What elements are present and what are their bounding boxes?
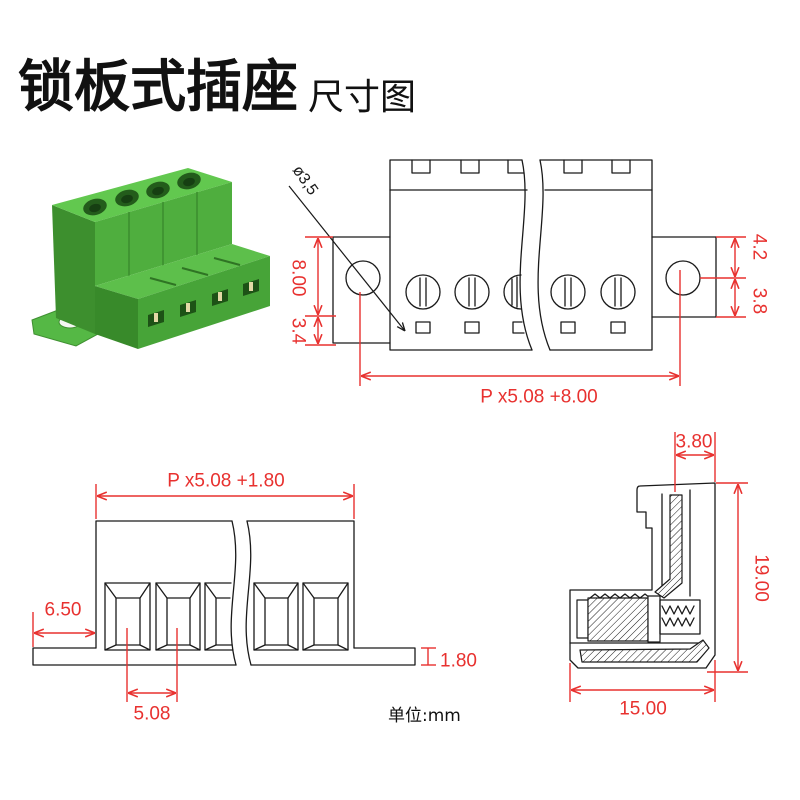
left-lower-height-label: 3.4 [288, 318, 309, 345]
flange-bar-right [250, 647, 416, 666]
right-mounting-hole [665, 260, 701, 296]
plug-cells [104, 582, 349, 651]
front-width-label: P x5.08 +8.00 [480, 387, 597, 408]
pitch-dimension [126, 628, 178, 702]
flange-thickness-label: 1.80 [440, 651, 477, 672]
screw-head [550, 274, 586, 310]
top-notch [611, 159, 631, 174]
pin-slots [148, 279, 259, 327]
bottom-width-label: P x5.08 +1.80 [167, 471, 284, 492]
depth-dimension [569, 660, 716, 702]
bottom-width-dimension [95, 484, 355, 519]
front-left-dimensions [305, 236, 336, 346]
test-port [512, 321, 525, 334]
plug-left-side [95, 286, 138, 349]
contact-strip [654, 494, 683, 599]
pitch-label: 5.08 [134, 704, 171, 725]
left-flange [332, 236, 391, 344]
test-ports [415, 321, 626, 334]
depth-label: 15.00 [619, 699, 667, 720]
clamp-body [647, 595, 661, 643]
clamp-screw-coil [659, 599, 701, 635]
housing-left-side [52, 205, 95, 334]
front-view-outline [332, 159, 717, 351]
pin [218, 292, 222, 301]
title-main: 锁板式插座 [18, 55, 298, 120]
screw-thread-profile [589, 593, 651, 599]
plug-ledge [95, 244, 270, 299]
height-label: 19.00 [751, 554, 772, 602]
screw-head [454, 274, 490, 310]
top-notch [460, 159, 480, 174]
wire-entry-holes [83, 172, 201, 216]
right-lower-height-label: 3.8 [749, 288, 770, 314]
ledge-notches [149, 257, 241, 286]
test-port [610, 321, 626, 334]
test-port [415, 321, 431, 334]
front-right-dimensions [700, 236, 746, 318]
title-sub: 尺寸图 [308, 77, 416, 118]
body-right-section [246, 520, 355, 649]
top-width-dimension [674, 432, 716, 492]
screw-thread [587, 597, 649, 642]
flange-offset-dimension [32, 612, 95, 647]
title: 锁板式插座 尺寸图 [18, 55, 416, 120]
plug-cell [302, 582, 349, 651]
plug-front-face [138, 256, 270, 349]
right-flange [651, 236, 717, 318]
test-port [560, 321, 576, 334]
product-photo [31, 168, 270, 349]
hole-diameter-callout: ø3,5 [288, 163, 405, 331]
break-line-right [537, 159, 551, 351]
bottom-view-outline [32, 520, 416, 666]
left-mounting-hole [345, 260, 381, 296]
body-left-section [95, 520, 233, 649]
top-width-label: 3.80 [676, 432, 713, 453]
left-upper-height-label: 8.00 [288, 260, 309, 297]
unit-label: 单位:mm [388, 706, 461, 726]
body-left-section [389, 159, 533, 351]
pin [249, 282, 253, 291]
side-view-outline [569, 482, 716, 669]
screw-head-side [576, 599, 589, 639]
front-view: ø3,5 8.00 3.4 4.2 3.8 P x5.08 +8.00 [288, 159, 770, 408]
pin [154, 313, 158, 322]
break-line-left [230, 520, 237, 666]
pin [186, 303, 190, 312]
front-width-dimension [359, 270, 681, 386]
body-right-section [539, 159, 653, 351]
top-notch [411, 159, 431, 174]
break-line-left [519, 159, 533, 351]
side-view: 3.80 19.00 15.00 [569, 432, 772, 720]
plug-cell [253, 582, 299, 651]
flange-thickness-dimension [421, 647, 436, 666]
plug-cell-partial [204, 582, 234, 651]
flange-offset-label: 6.50 [45, 600, 82, 621]
plug-cell [155, 582, 201, 651]
top-notch [563, 159, 583, 174]
screw-heads [405, 274, 636, 310]
screw-head [405, 274, 441, 310]
height-dimension [707, 482, 748, 673]
right-upper-height-label: 4.2 [749, 234, 770, 260]
test-port [464, 321, 480, 334]
flange-bar-left [32, 647, 237, 666]
base-spring-plate [579, 639, 710, 663]
break-line-right [245, 520, 252, 666]
screw-head-partial [503, 274, 522, 310]
hole-diameter-label: ø3,5 [289, 163, 321, 199]
screw-head [600, 274, 636, 310]
housing-grooves [128, 192, 198, 276]
bottom-view: P x5.08 +1.80 6.50 5.08 1.80 [32, 471, 477, 725]
top-notch [507, 159, 525, 174]
